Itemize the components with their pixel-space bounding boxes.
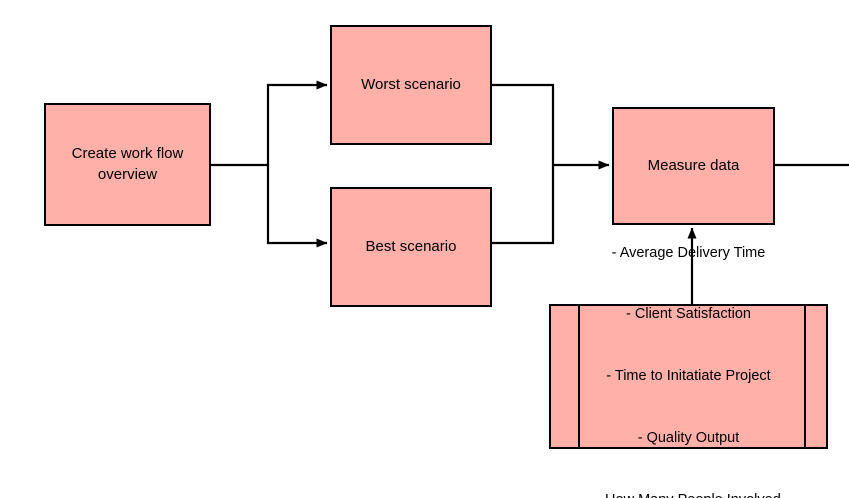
node-label-best-scenario: Best scenario: [365, 237, 457, 255]
edge-overview-to-worst: [211, 80, 328, 167]
node-metrics[interactable]: - Average Delivery Time - Client Satisfa…: [549, 245, 828, 498]
node-best-scenario[interactable]: Best scenario: [330, 187, 492, 307]
node-label-measure-data: Measure data: [647, 156, 740, 174]
node-measure-data[interactable]: Measure data: [612, 107, 775, 225]
metrics-list-item: - Average Delivery Time: [611, 244, 766, 261]
metrics-list: - Average Delivery Time - Client Satisfa…: [596, 202, 781, 498]
metrics-list-item: - Client Satisfaction: [626, 306, 751, 323]
metrics-list-item: - How Many People Involved: [596, 490, 781, 498]
node-create-work-flow-overview[interactable]: Create work flow overview: [44, 103, 211, 226]
edge-worst-to-merge: [492, 83, 555, 165]
edge-overview-to-best: [266, 165, 328, 248]
predefined-process-right-bar: [804, 306, 806, 447]
edge-best-to-merge: [492, 165, 555, 245]
node-worst-scenario[interactable]: Worst scenario: [330, 25, 492, 145]
node-label-worst-scenario: Worst scenario: [361, 75, 461, 93]
metrics-list-item: - Quality Output: [637, 429, 740, 446]
node-label-create-work-flow-overview: Create work flow overview: [71, 145, 184, 183]
predefined-process-left-bar: [578, 306, 580, 447]
metrics-list-item: - Time to Initatiate Project: [606, 368, 771, 385]
